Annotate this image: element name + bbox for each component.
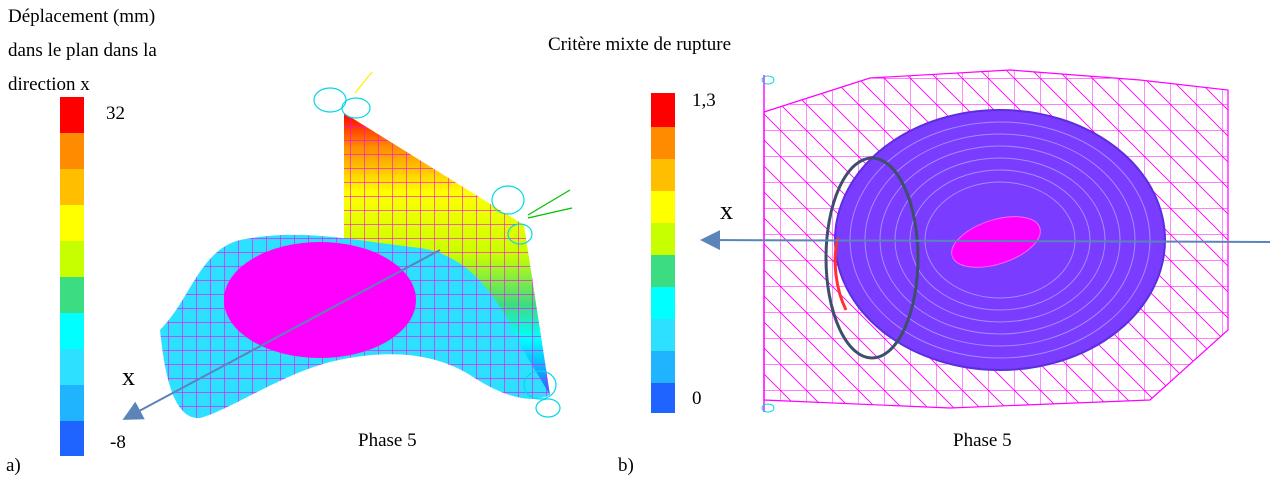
- axis-b-label: x: [720, 196, 733, 225]
- legend-b-swatch: [651, 383, 675, 413]
- legend-b-min: 0: [692, 388, 702, 409]
- legend-b-swatch: [651, 159, 675, 191]
- legend-a-swatch: [60, 385, 84, 421]
- mesh-top-panel-b: [700, 69, 1271, 413]
- legend-a-title-line2: dans le plan dans la: [8, 40, 157, 61]
- legend-a-swatch: [60, 241, 84, 277]
- legend-a-swatch: [60, 277, 84, 313]
- legend-b-swatch: [651, 127, 675, 159]
- legend-b-swatch: [651, 287, 675, 319]
- legend-a-swatch: [60, 313, 84, 349]
- legend-b-swatch: [651, 351, 675, 383]
- legend-a-title-line1: Déplacement (mm): [8, 6, 156, 27]
- caption-a: Phase 5: [358, 430, 417, 451]
- legend-b-swatch: [651, 93, 675, 127]
- boundary-condition-icons: [313, 87, 561, 418]
- legend-b-swatch: [651, 191, 675, 223]
- legend-a-swatch: [60, 421, 84, 456]
- legend-a-swatch: [60, 205, 84, 241]
- legend-a-swatch: [60, 97, 84, 133]
- legend-b-max: 1,3: [692, 90, 716, 111]
- critical-zone-ellipse: [824, 156, 920, 360]
- legend-a-swatch: [60, 349, 84, 385]
- x-axis-arrow-b: [700, 230, 1271, 251]
- mesh-3d-panel-a: [122, 71, 573, 420]
- legend-b-colorbar: [651, 93, 675, 413]
- boundary-condition-icons-b: [761, 75, 775, 413]
- caption-b: Phase 5: [953, 430, 1012, 451]
- legend-a-title-line3: direction x: [8, 74, 90, 95]
- panel-a-label: a): [6, 455, 21, 476]
- legend-a-swatch: [60, 133, 84, 169]
- legend-b-swatch: [651, 255, 675, 287]
- legend-a-max: 32: [106, 103, 125, 124]
- panel-b-label: b): [618, 455, 634, 476]
- legend-a-colorbar: [60, 97, 84, 456]
- axis-a-label: x: [122, 362, 135, 391]
- legend-b-swatch: [651, 223, 675, 255]
- legend-a-swatch: [60, 169, 84, 205]
- x-axis-arrow-a: [122, 249, 441, 420]
- legend-b-swatch: [651, 319, 675, 351]
- panel-b-title: Critère mixte de rupture: [548, 34, 732, 55]
- legend-a-min: -8: [110, 432, 126, 453]
